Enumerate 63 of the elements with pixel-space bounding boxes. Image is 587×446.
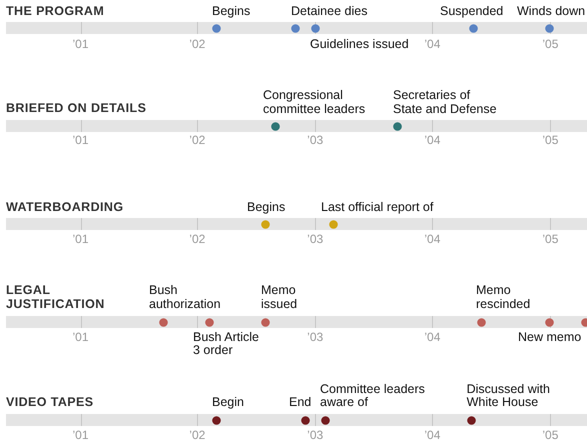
event-label: Begins [212, 4, 250, 18]
event-label: End [289, 396, 312, 410]
timeline-dot-icon [261, 220, 270, 228]
timeline-dot-icon [271, 122, 280, 130]
year-label: ’04 [424, 429, 440, 442]
year-label: ’01 [72, 38, 88, 50]
year-label: ’01 [72, 429, 88, 442]
year-label: ’01 [72, 232, 88, 246]
year-label: ’05 [542, 429, 558, 442]
timeline-dot-icon [291, 24, 300, 32]
timeline-dot-icon [212, 24, 221, 32]
year-label: ’02 [189, 232, 206, 246]
year-label: ’01 [72, 331, 88, 344]
timeline-dot-icon [393, 122, 402, 130]
year-label: ’01 [72, 134, 88, 146]
row-heading: VIDEO TAPES [6, 396, 94, 410]
event-label: Memo issued [261, 284, 298, 311]
event-label: Detainee dies [291, 4, 368, 18]
timeline-dot-icon [468, 24, 478, 32]
year-label: ’05 [542, 134, 558, 146]
event-label: Begin [212, 396, 244, 410]
year-label: ’04 [424, 38, 440, 50]
year-label: ’05 [542, 38, 558, 50]
event-label: Discussed with White House [466, 382, 550, 410]
timeline-dot-icon [310, 24, 320, 32]
timeline-dot-icon [212, 416, 221, 424]
event-label: Memo rescinded [476, 284, 530, 311]
year-label: ’04 [424, 331, 440, 344]
timeline-dot-icon [320, 416, 330, 424]
event-label: Winds down [517, 4, 586, 18]
row-heading: LEGAL JUSTIFICATION [6, 284, 105, 311]
year-label: ’05 [542, 232, 558, 246]
row-heading: WATERBOARDING [6, 200, 124, 214]
timeline-dot-icon [466, 416, 476, 424]
row-heading: BRIEFED ON DETAILS [6, 102, 146, 115]
timeline-dot-icon [300, 416, 310, 424]
timeline-dot-icon [544, 318, 554, 326]
timeline-dot-icon [261, 318, 270, 326]
timeline-dot-icon [329, 220, 338, 228]
year-label: ’04 [424, 134, 440, 146]
event-label: Suspended [440, 4, 504, 18]
year-label: ’02 [189, 429, 206, 442]
event-label: Committee leaders aware of [320, 382, 425, 410]
timeline-dot-icon [205, 318, 214, 326]
year-label: ’03 [307, 331, 324, 344]
year-label: ’02 [189, 38, 206, 50]
year-label: ’04 [424, 232, 440, 246]
year-label: ’02 [189, 134, 206, 146]
year-label: ’03 [307, 134, 324, 146]
event-label: Last official report of [321, 200, 434, 214]
timeline-dot-icon [158, 318, 168, 326]
event-label: Secretaries of State and Defense [393, 89, 497, 116]
event-label: Bush authorization [149, 284, 221, 311]
row-heading: THE PROGRAM [6, 4, 104, 18]
event-label: Bush Article 3 order [193, 330, 260, 358]
year-label: ’03 [307, 429, 324, 442]
year-label: ’03 [307, 232, 324, 246]
event-label: New memo [518, 330, 582, 344]
event-label: Begins [247, 200, 286, 214]
event-label: Congressional committee leaders [263, 89, 366, 116]
event-label: Guidelines issued [310, 38, 409, 51]
timeline-dot-icon [544, 24, 554, 32]
timeline-dot-icon [476, 318, 486, 326]
